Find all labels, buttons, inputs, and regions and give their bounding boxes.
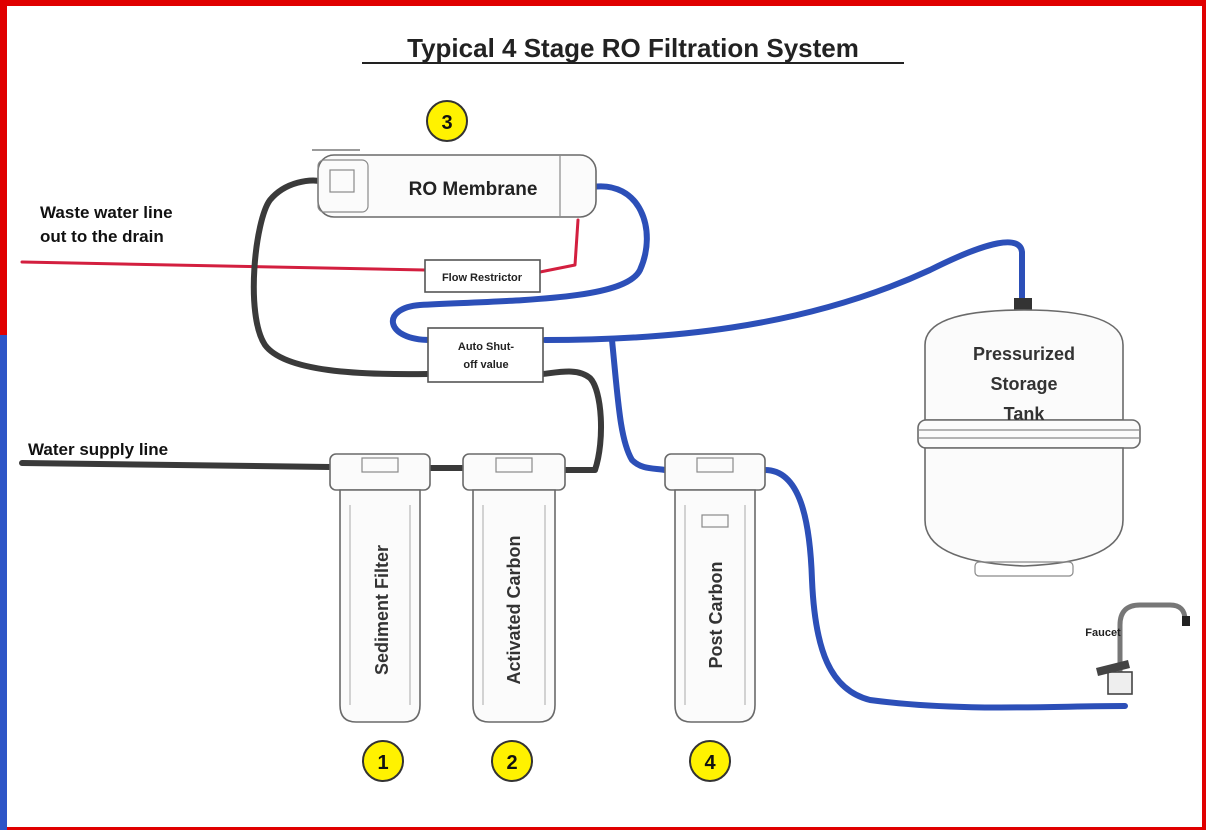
left-edge-bar bbox=[0, 335, 7, 830]
flow-restrictor-label: Flow Restrictor bbox=[442, 272, 523, 284]
water-supply-line bbox=[19, 460, 333, 470]
waste-water-line bbox=[20, 260, 427, 272]
post-carbon-label: Post Carbon bbox=[706, 561, 726, 668]
membrane-to-restrictor-line bbox=[538, 218, 580, 274]
stage-2-badge: 2 bbox=[491, 740, 533, 782]
stage-3-badge: 3 bbox=[426, 100, 468, 142]
stage-1-badge: 1 bbox=[362, 740, 404, 782]
tank-label-line3: Tank bbox=[1004, 404, 1046, 424]
shutoff-to-membrane-pipe bbox=[250, 177, 431, 378]
ro-membrane: RO Membrane bbox=[312, 149, 597, 218]
activated-carbon-label: Activated Carbon bbox=[504, 535, 524, 684]
auto-shutoff-label-line2: off value bbox=[463, 359, 508, 371]
faucet-icon: Faucet bbox=[1085, 602, 1190, 695]
flow-restrictor: Flow Restrictor bbox=[424, 259, 541, 293]
auto-shutoff-valve: Auto Shut- off value bbox=[427, 327, 544, 383]
shutoff-to-tank-pipe bbox=[542, 239, 1025, 343]
tank-label-line1: Pressurized bbox=[973, 344, 1075, 364]
filter2-to-shutoff-pipe bbox=[540, 368, 605, 473]
post-carbon-filter: Post Carbon bbox=[664, 453, 766, 723]
ro-membrane-label: RO Membrane bbox=[409, 179, 538, 200]
membrane-to-shutoff-pipe bbox=[389, 183, 650, 343]
svg-text:1: 1 bbox=[377, 752, 388, 774]
svg-text:2: 2 bbox=[506, 752, 517, 774]
postcarbon-to-faucet-pipe bbox=[762, 467, 1128, 711]
diagram-title: Typical 4 Stage RO Filtration System bbox=[407, 33, 859, 63]
stage-4-badge: 4 bbox=[689, 740, 731, 782]
svg-text:3: 3 bbox=[441, 112, 452, 134]
auto-shutoff-label-line1: Auto Shut- bbox=[458, 341, 515, 353]
pressurized-storage-tank: Pressurized Storage Tank bbox=[917, 298, 1141, 577]
svg-text:4: 4 bbox=[704, 752, 716, 774]
tank-to-postcarbon-pipe bbox=[609, 337, 668, 473]
waste-line-label-line1: Waste water line bbox=[40, 203, 173, 222]
sediment-filter-label: Sediment Filter bbox=[372, 545, 392, 675]
water-supply-label: Water supply line bbox=[28, 440, 168, 459]
faucet-label: Faucet bbox=[1085, 627, 1121, 639]
waste-line-label-line2: out to the drain bbox=[40, 227, 164, 246]
activated-carbon-filter: Activated Carbon bbox=[462, 453, 566, 723]
sediment-filter: Sediment Filter bbox=[329, 453, 431, 723]
tank-label-line2: Storage bbox=[990, 374, 1057, 394]
